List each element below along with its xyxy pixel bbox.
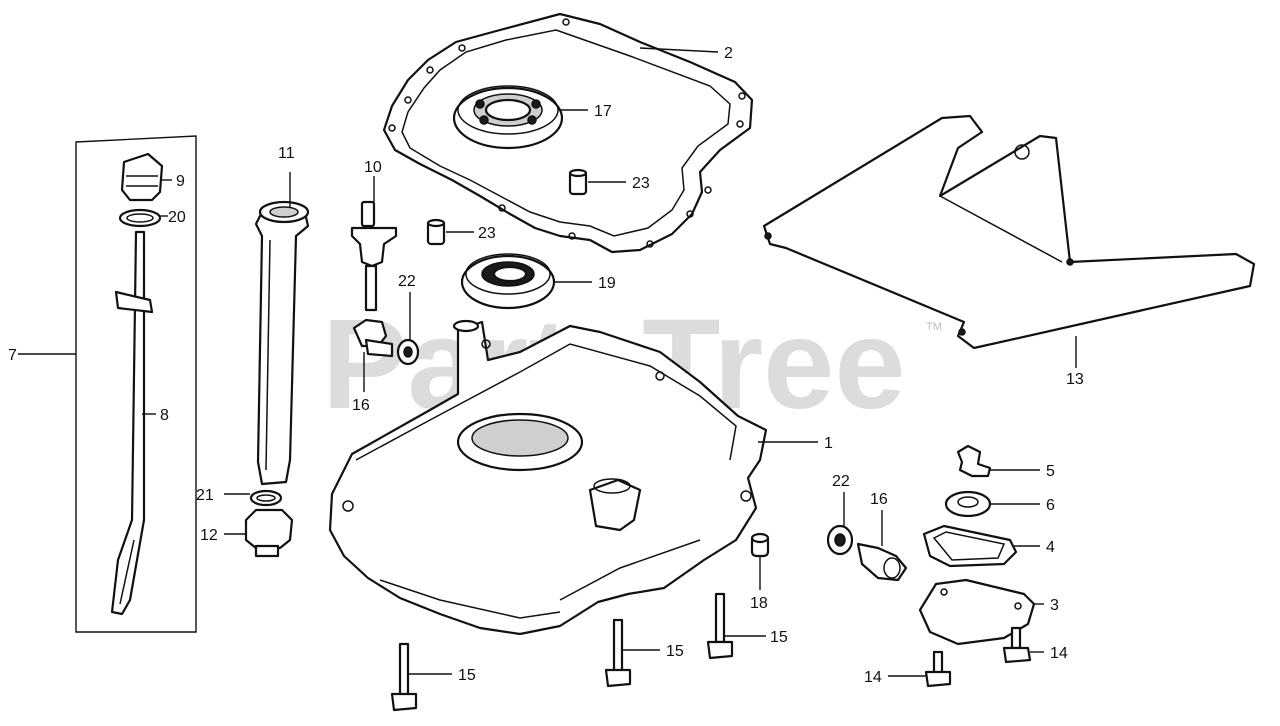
part-bolt-5[interactable] <box>956 444 992 478</box>
part-cover-gasket[interactable] <box>922 524 1018 568</box>
part-bolt-15-right[interactable] <box>706 592 734 660</box>
part-oil-level-sensor[interactable] <box>350 200 398 312</box>
part-dowel-pin-upper[interactable] <box>568 168 588 196</box>
callout-22-upper: 22 <box>398 273 416 290</box>
callout-23-lower: 23 <box>478 225 496 242</box>
callout-19: 19 <box>598 275 616 292</box>
part-gasket[interactable] <box>382 12 754 254</box>
part-dipstick[interactable] <box>110 230 154 616</box>
watermark-trademark: TM <box>926 321 942 333</box>
part-bolt-15-left[interactable] <box>390 642 418 712</box>
part-bolt-14-right[interactable] <box>1002 626 1032 664</box>
callout-5: 5 <box>1046 463 1055 480</box>
callout-15-right: 15 <box>770 629 788 646</box>
callout-18: 18 <box>750 595 768 612</box>
callout-labels: 1 2 3 4 5 6 7 8 9 10 11 12 13 14 14 15 1… <box>8 45 1084 686</box>
callout-15-middle: 15 <box>666 643 684 660</box>
callout-15-left: 15 <box>458 667 476 684</box>
callout-10: 10 <box>364 159 382 176</box>
part-oil-filler-tube[interactable] <box>254 200 310 486</box>
callout-8: 8 <box>160 407 169 424</box>
part-shield-plate[interactable] <box>762 114 1256 350</box>
part-drain-bolt-upper[interactable] <box>352 318 394 358</box>
part-oil-filler-cap[interactable] <box>120 152 164 202</box>
part-bolt-15-middle[interactable] <box>604 618 632 688</box>
callout-1: 1 <box>824 435 833 452</box>
callout-14-left: 14 <box>864 669 882 686</box>
callout-16-right: 16 <box>870 491 888 508</box>
callout-3: 3 <box>1050 597 1059 614</box>
callout-21: 21 <box>196 487 214 504</box>
callout-4: 4 <box>1046 539 1055 556</box>
part-dipstick-assembly-frame <box>75 135 197 633</box>
callout-22-right: 22 <box>832 473 850 490</box>
part-drain-plug-12[interactable] <box>244 508 294 558</box>
callout-11: 11 <box>278 145 295 162</box>
callout-13: 13 <box>1066 371 1084 388</box>
callout-12: 12 <box>200 527 218 544</box>
part-washer-6[interactable] <box>944 490 992 518</box>
part-crankcase-cover[interactable] <box>328 319 768 636</box>
callout-23-upper: 23 <box>632 175 650 192</box>
callout-9: 9 <box>176 173 185 190</box>
callout-2: 2 <box>724 45 733 62</box>
part-bolt-14-left[interactable] <box>924 650 952 688</box>
part-cover-plate[interactable] <box>918 578 1036 646</box>
part-plug-18[interactable] <box>750 532 770 558</box>
part-drain-bolt-right[interactable] <box>856 542 908 582</box>
callout-20: 20 <box>168 209 186 226</box>
callout-7: 7 <box>8 347 17 364</box>
callout-14-right: 14 <box>1050 645 1068 662</box>
part-oring-tube[interactable] <box>249 489 283 507</box>
part-bearing-lower[interactable] <box>460 253 556 310</box>
leader-lines <box>18 47 1077 677</box>
callout-6: 6 <box>1046 497 1055 514</box>
callout-17: 17 <box>594 103 612 120</box>
part-dowel-pin-lower[interactable] <box>426 218 446 246</box>
part-bearing-upper[interactable] <box>452 85 564 150</box>
part-washer-right[interactable] <box>826 524 854 556</box>
callout-16-upper: 16 <box>352 397 370 414</box>
part-oring-cap[interactable] <box>118 208 162 228</box>
part-washer-upper[interactable] <box>396 338 420 366</box>
